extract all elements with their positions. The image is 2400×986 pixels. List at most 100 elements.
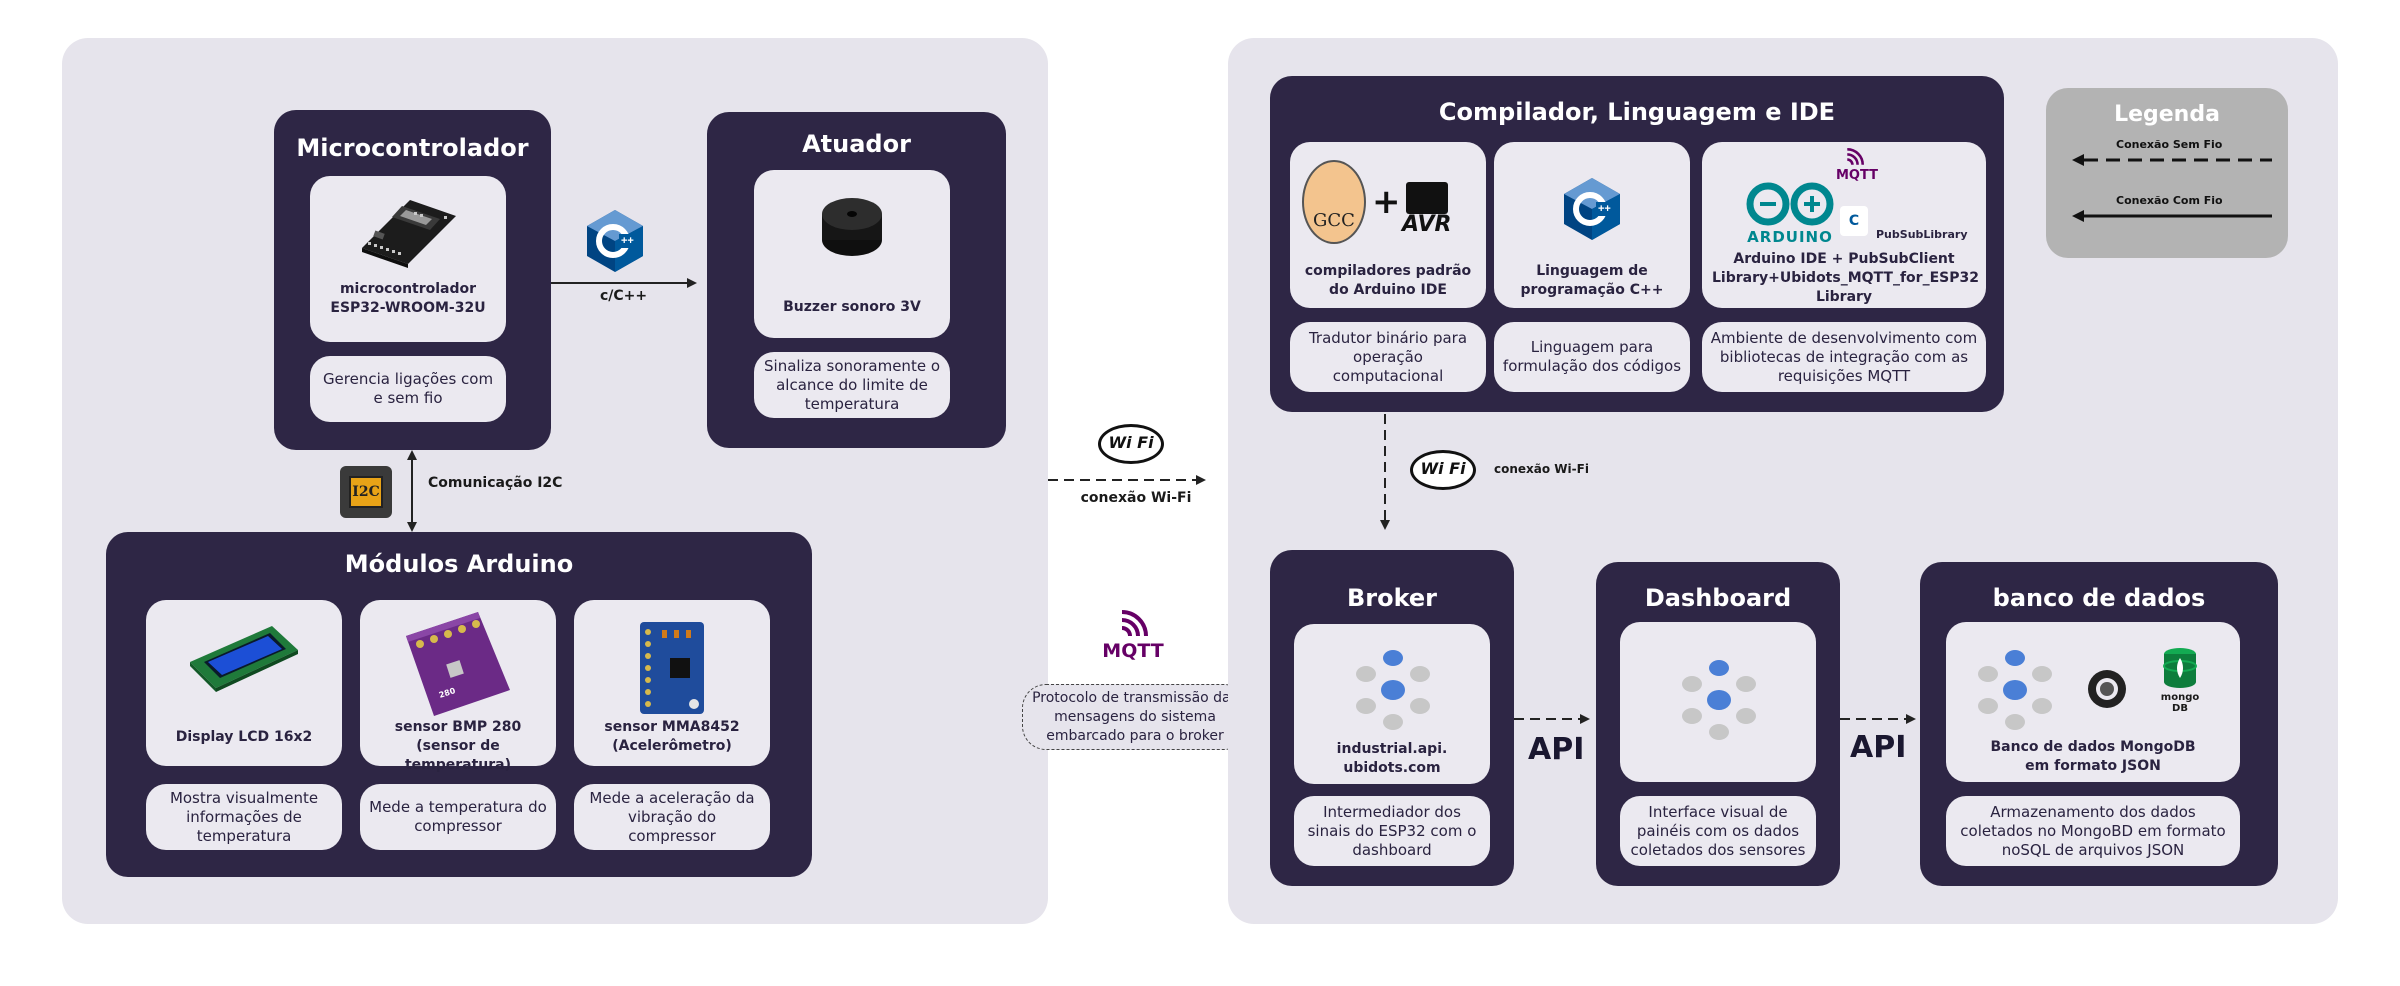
api-arrow-1 xyxy=(1514,714,1590,724)
mqtt-logo-middle: MQTT xyxy=(1098,610,1168,666)
bmp280-sensor-icon: 280 xyxy=(406,612,510,716)
mma8452-sensor-icon xyxy=(640,622,704,714)
gcc-logo: GCC xyxy=(1302,160,1366,244)
database-description: Armazenamento dos dados coletados no Mon… xyxy=(1946,796,2240,866)
arduino-modules-title: Módulos Arduino xyxy=(344,550,574,578)
dashboard-image-card xyxy=(1620,622,1816,782)
actuator-title: Atuador xyxy=(802,130,911,158)
actuator-caption: Buzzer sonoro 3V xyxy=(783,299,921,315)
dashboard-box: Dashboard Interface visual de painéis co… xyxy=(1596,562,1840,886)
mma8452-image-card: sensor MMA8452 (Acelerômetro) xyxy=(574,600,770,766)
buzzer-icon xyxy=(822,198,882,256)
arduino-modules-box: Módulos Arduino Display LCD 16x2 Mostra … xyxy=(106,532,812,877)
arduino-ide-description: Ambiente de desenvolvimento com bibliote… xyxy=(1702,322,1986,392)
legend-box: Legenda Conexão Sem Fio Conexão Com Fio xyxy=(2046,88,2288,258)
mongodb-logo-icon xyxy=(2163,648,2197,688)
wifi-logo-oval xyxy=(1098,424,1164,464)
mqtt-logo-text: MQTT xyxy=(1102,640,1164,662)
dashboard-title: Dashboard xyxy=(1644,584,1792,612)
i2c-chip-text: I2C xyxy=(352,484,380,500)
broker-title: Broker xyxy=(1346,584,1438,612)
wifi-logo-right-text: Wi Fi xyxy=(1420,459,1466,478)
lcd-caption: Display LCD 16x2 xyxy=(175,729,313,745)
broker-box: Broker industrial.api. ubidots.com Inter… xyxy=(1270,550,1514,886)
wifi-logo-right: Wi Fi xyxy=(1410,450,1476,490)
legend-wired-label: Conexão Com Fio xyxy=(2116,194,2223,207)
i2c-chip-icon: I2C xyxy=(340,466,392,518)
avr-chip-icon xyxy=(1406,182,1448,214)
lcd-description: Mostra visualmente informações de temper… xyxy=(146,784,342,850)
bmp280-caption: sensor BMP 280 (sensor de temperatura) xyxy=(394,719,522,773)
api-arrow-2 xyxy=(1840,714,1916,724)
i2c-connection-arrow xyxy=(407,450,417,532)
ubidots-database-icon xyxy=(1978,650,2052,730)
mqtt-small-text: MQTT xyxy=(1836,168,1879,183)
arduino-ide-card: MQTT ARDUINO C PubSubLibrary Arduino IDE… xyxy=(1702,142,1986,308)
wifi-logo-middle: Wi Fi xyxy=(1098,424,1164,464)
actuator-description: Sinaliza sonoramente o alcance do limite… xyxy=(754,352,950,418)
microcontroller-description: Gerencia ligações com e sem fio xyxy=(310,356,506,422)
esp32-board-icon xyxy=(362,200,456,268)
ubidots-dashboard-icon xyxy=(1682,660,1756,740)
wifi-dashed-arrow-right xyxy=(1380,414,1390,530)
gcc-caption: compiladores padrão do Arduino IDE xyxy=(1304,263,1472,298)
pubsub-label: PubSubLibrary xyxy=(1876,228,1968,241)
arduino-logo-icon xyxy=(1746,182,1834,226)
svg-text:++: ++ xyxy=(1598,203,1611,215)
avr-logo-text: AVR xyxy=(1402,212,1452,237)
i2c-label: Comunicação I2C xyxy=(428,475,563,491)
arduino-logo-text: ARDUINO xyxy=(1747,228,1833,246)
wifi-logo-text: Wi Fi xyxy=(1108,433,1154,452)
database-caption: Banco de dados MongoDB em formato JSON xyxy=(1990,739,2196,774)
legend-title: Legenda xyxy=(2114,102,2220,127)
database-title: banco de dados xyxy=(1992,584,2206,612)
wifi-dashed-arrow-middle xyxy=(1048,475,1206,485)
microcontroller-box: Microcontrolador microcontrolador ESP32-… xyxy=(274,110,551,450)
bmp280-image-card: 280 sensor BMP 280 (sensor de temperatur… xyxy=(360,600,556,773)
mongodb-logo-text: mongo DB xyxy=(2160,692,2200,714)
mqtt-small-icon xyxy=(1847,148,1864,165)
wifi-logo-right-oval xyxy=(1410,450,1476,490)
database-box: banco de dados mongo DB Banco de dados M… xyxy=(1920,562,2278,886)
compiler-box: Compilador, Linguagem e IDE GCC + AVR co… xyxy=(1270,76,2004,412)
microcontroller-image-card: microcontrolador ESP32-WROOM-32U xyxy=(310,176,506,342)
broker-caption: industrial.api. ubidots.com xyxy=(1336,741,1448,776)
dashboard-description: Interface visual de painéis com os dados… xyxy=(1620,796,1816,866)
cpp-language-icon: ++ xyxy=(1564,178,1620,240)
legend-wired-arrow xyxy=(2072,210,2272,222)
cpp-link-label: c/C++ xyxy=(600,288,648,304)
gcc-description: Tradutor binário para operação computaci… xyxy=(1290,322,1486,392)
cpp-language-description: Linguagem para formulação dos códigos xyxy=(1494,322,1690,392)
microcontroller-title: Microcontrolador xyxy=(296,134,529,162)
legend-wireless-arrow xyxy=(2072,154,2272,166)
gcc-logo-text: GCC xyxy=(1313,210,1355,231)
gcc-card: GCC + AVR compiladores padrão do Arduino… xyxy=(1290,142,1486,308)
cpp-icon: ++ xyxy=(587,210,643,272)
broker-image-card: industrial.api. ubidots.com xyxy=(1294,624,1490,784)
actuator-image-card: Buzzer sonoro 3V xyxy=(754,170,950,338)
mqtt-signal-icon xyxy=(1121,610,1148,637)
bmp280-description: Mede a temperatura do compressor xyxy=(360,784,556,850)
microcontroller-caption: microcontrolador ESP32-WROOM-32U xyxy=(330,281,486,316)
database-image-card: mongo DB Banco de dados MongoDB em forma… xyxy=(1946,622,2240,782)
lcd-display-icon xyxy=(190,626,298,692)
wifi-label-right: conexão Wi-Fi xyxy=(1494,462,1589,476)
i2c-chip-face: I2C xyxy=(349,476,383,508)
plus-sign: + xyxy=(1372,182,1401,222)
api-label-2: API xyxy=(1850,730,1907,765)
pubsub-cpp-icon: C xyxy=(1840,206,1868,236)
lcd-image-card: Display LCD 16x2 xyxy=(146,600,342,766)
actuator-box: Atuador Buzzer sonoro 3V Sinaliza sonora… xyxy=(707,112,1006,448)
arduino-ide-caption: Arduino IDE + PubSubClient Library+Ubido… xyxy=(1712,251,1979,305)
cpp-language-card: ++ Linguagem de programação C++ xyxy=(1494,142,1690,308)
mma8452-caption: sensor MMA8452 (Acelerômetro) xyxy=(604,719,740,754)
cpp-language-caption: Linguagem de programação C++ xyxy=(1520,263,1664,298)
wifi-label-middle: conexão Wi-Fi xyxy=(1080,490,1192,506)
protocol-description: Protocolo de transmissão das mensagens d… xyxy=(1022,684,1248,750)
broker-description: Intermediador dos sinais do ESP32 com o … xyxy=(1294,796,1490,866)
api-label-1: API xyxy=(1528,732,1585,767)
mma8452-description: Mede a aceleração da vibração do compres… xyxy=(574,784,770,850)
svg-text:++: ++ xyxy=(621,235,634,247)
compiler-title: Compilador, Linguagem e IDE xyxy=(1438,98,1836,126)
legend-wireless-label: Conexão Sem Fio xyxy=(2116,138,2223,151)
